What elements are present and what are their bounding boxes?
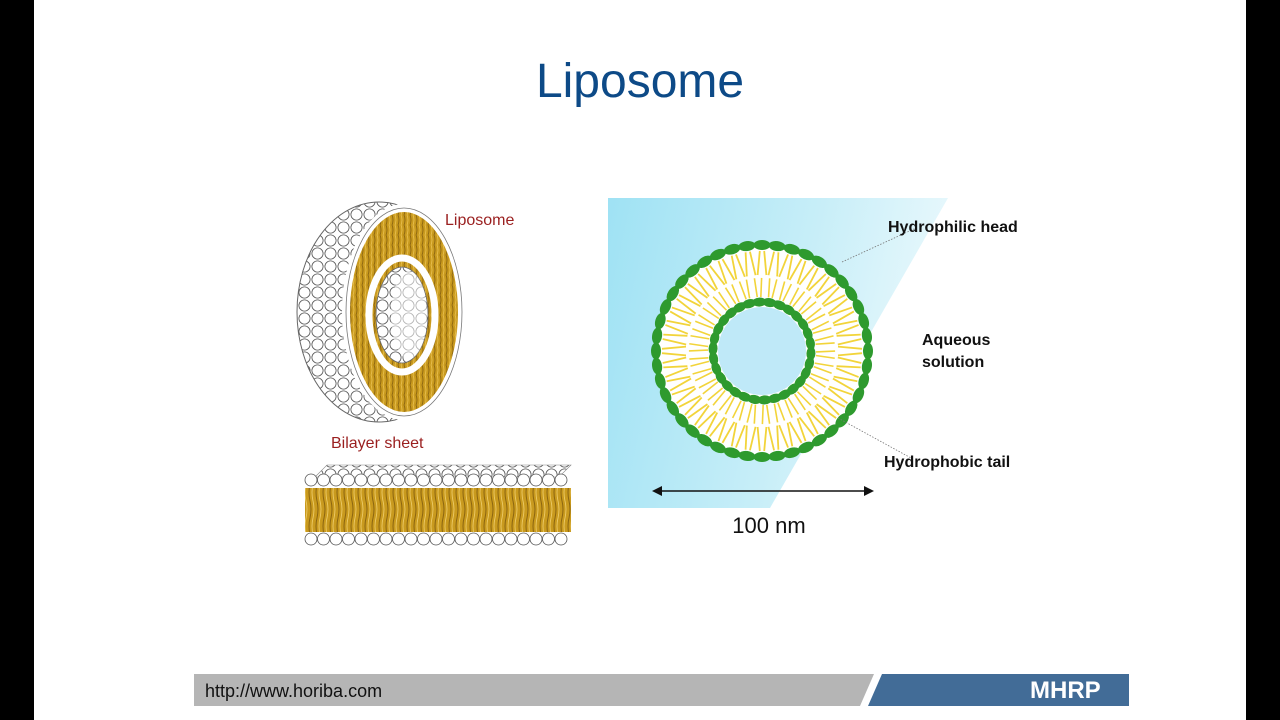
slide-title: Liposome: [535, 55, 745, 108]
scale-bar: [652, 486, 874, 496]
inner-aqueous-core: [718, 307, 806, 395]
aqueous-label-line1: Aqueous: [922, 332, 991, 349]
liposome-label: Liposome: [445, 212, 514, 229]
liposome-3d-illustration: Liposome Bilayer sheet: [296, 201, 572, 546]
footer-blue-band: [868, 674, 1129, 706]
tail-leader-line: [837, 417, 912, 459]
hydrophobic-tail-label: Hydrophobic tail: [884, 454, 1010, 471]
footer-bar: [194, 674, 1129, 706]
footer-gray-band: [194, 674, 874, 706]
footer-brand-logo: MHRP: [1030, 677, 1101, 704]
lipid-bilayer-ring: [651, 240, 873, 462]
bilayer-sheet-illustration: [304, 464, 572, 546]
slide: Liposome: [34, 0, 1246, 720]
hydrophilic-head-label: Hydrophilic head: [888, 219, 1018, 236]
scale-bar-label: 100 nm: [732, 513, 805, 538]
footer-url-link[interactable]: http://www.horiba.com: [205, 681, 383, 701]
bilayer-sheet-label: Bilayer sheet: [331, 435, 424, 452]
liposome-cross-section-diagram: Hydrophilic head Aqueous solution Hydrop…: [608, 198, 1018, 538]
aqueous-label-line2: solution: [922, 354, 984, 371]
